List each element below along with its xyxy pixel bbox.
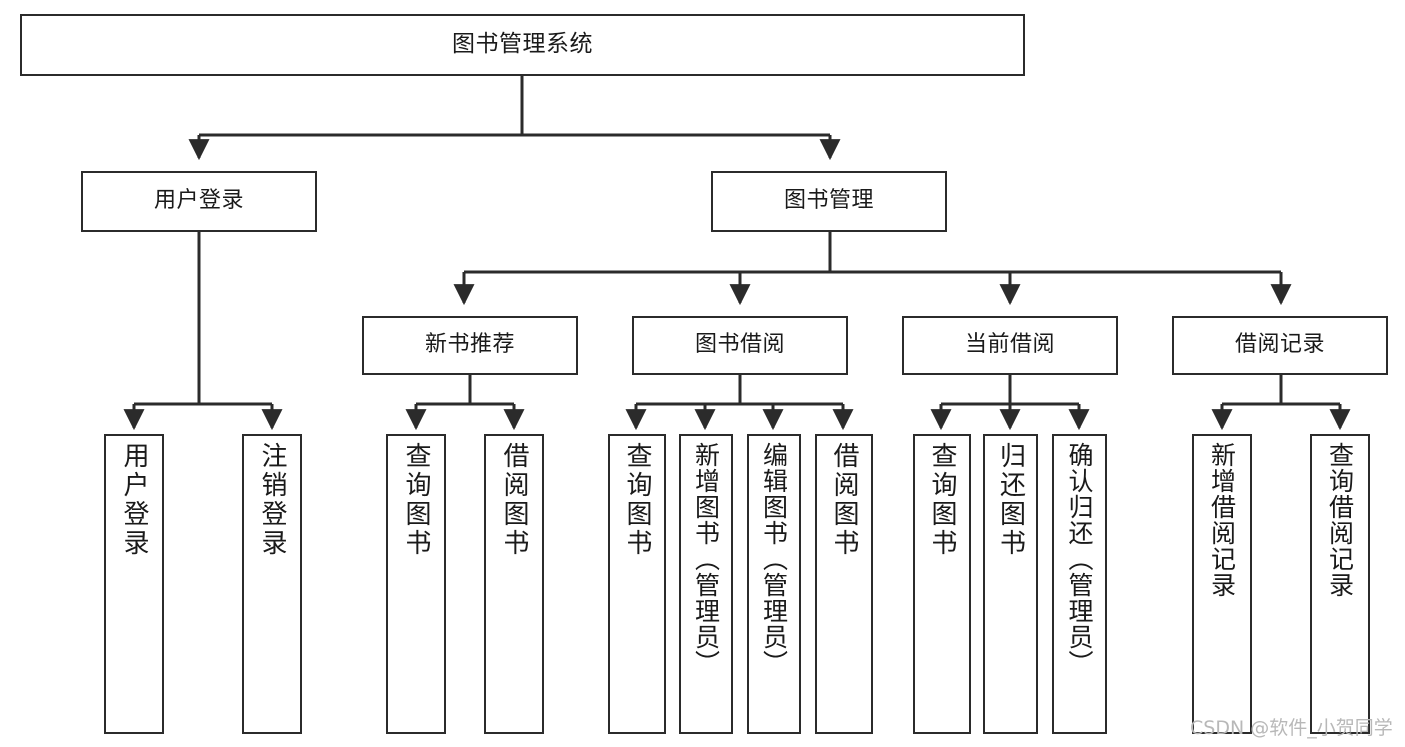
node-current-borrow[interactable]: 当前借阅: [902, 316, 1118, 375]
node-leaf-add-record-label: 新增借阅记录: [1207, 442, 1237, 598]
node-leaf-return-book[interactable]: 归还图书: [983, 434, 1038, 734]
node-leaf-borrow-book-a-label: 借阅图书: [499, 442, 529, 558]
node-leaf-query-book-a-label: 查询图书: [401, 442, 431, 558]
node-leaf-user-login-label: 用户登录: [119, 442, 149, 558]
node-book-manage-label: 图书管理: [783, 188, 874, 214]
node-leaf-query-book-b-label: 查询图书: [622, 442, 652, 558]
node-leaf-confirm-return-label: 确认归还（管理员）: [1065, 442, 1094, 676]
node-leaf-query-record-label: 查询借阅记录: [1325, 442, 1355, 598]
node-book-borrow[interactable]: 图书借阅: [632, 316, 848, 375]
node-leaf-borrow-book-b-label: 借阅图书: [829, 442, 859, 558]
node-leaf-edit-book[interactable]: 编辑图书（管理员）: [747, 434, 801, 734]
node-leaf-add-record[interactable]: 新增借阅记录: [1192, 434, 1252, 734]
node-root-label: 图书管理系统: [452, 31, 593, 58]
node-leaf-query-record[interactable]: 查询借阅记录: [1310, 434, 1370, 734]
node-leaf-borrow-book-a[interactable]: 借阅图书: [484, 434, 544, 734]
node-leaf-user-login[interactable]: 用户登录: [104, 434, 164, 734]
node-leaf-add-book[interactable]: 新增图书（管理员）: [679, 434, 733, 734]
node-leaf-query-book-b[interactable]: 查询图书: [608, 434, 666, 734]
node-leaf-query-book-a[interactable]: 查询图书: [386, 434, 446, 734]
node-borrow-record[interactable]: 借阅记录: [1172, 316, 1388, 375]
node-leaf-query-book-c-label: 查询图书: [927, 442, 957, 558]
node-current-borrow-label: 当前借阅: [964, 332, 1055, 358]
node-leaf-add-book-label: 新增图书（管理员）: [691, 442, 721, 676]
node-leaf-user-logout-label: 注销登录: [257, 442, 287, 558]
node-user-login[interactable]: 用户登录: [81, 171, 317, 232]
node-leaf-edit-book-label: 编辑图书（管理员）: [759, 442, 789, 676]
node-leaf-query-book-c[interactable]: 查询图书: [913, 434, 971, 734]
node-new-book-rec-label: 新书推荐: [424, 332, 515, 358]
node-leaf-borrow-book-b[interactable]: 借阅图书: [815, 434, 873, 734]
node-root[interactable]: 图书管理系统: [20, 14, 1025, 76]
node-leaf-user-logout[interactable]: 注销登录: [242, 434, 302, 734]
node-leaf-return-book-label: 归还图书: [995, 442, 1026, 558]
node-leaf-confirm-return[interactable]: 确认归还（管理员）: [1052, 434, 1107, 734]
node-user-login-label: 用户登录: [153, 188, 244, 214]
node-book-borrow-label: 图书借阅: [694, 332, 785, 358]
node-new-book-rec[interactable]: 新书推荐: [362, 316, 578, 375]
node-book-manage[interactable]: 图书管理: [711, 171, 947, 232]
watermark: CSDN @软件_小贺同学: [1190, 717, 1393, 739]
node-borrow-record-label: 借阅记录: [1234, 332, 1325, 358]
